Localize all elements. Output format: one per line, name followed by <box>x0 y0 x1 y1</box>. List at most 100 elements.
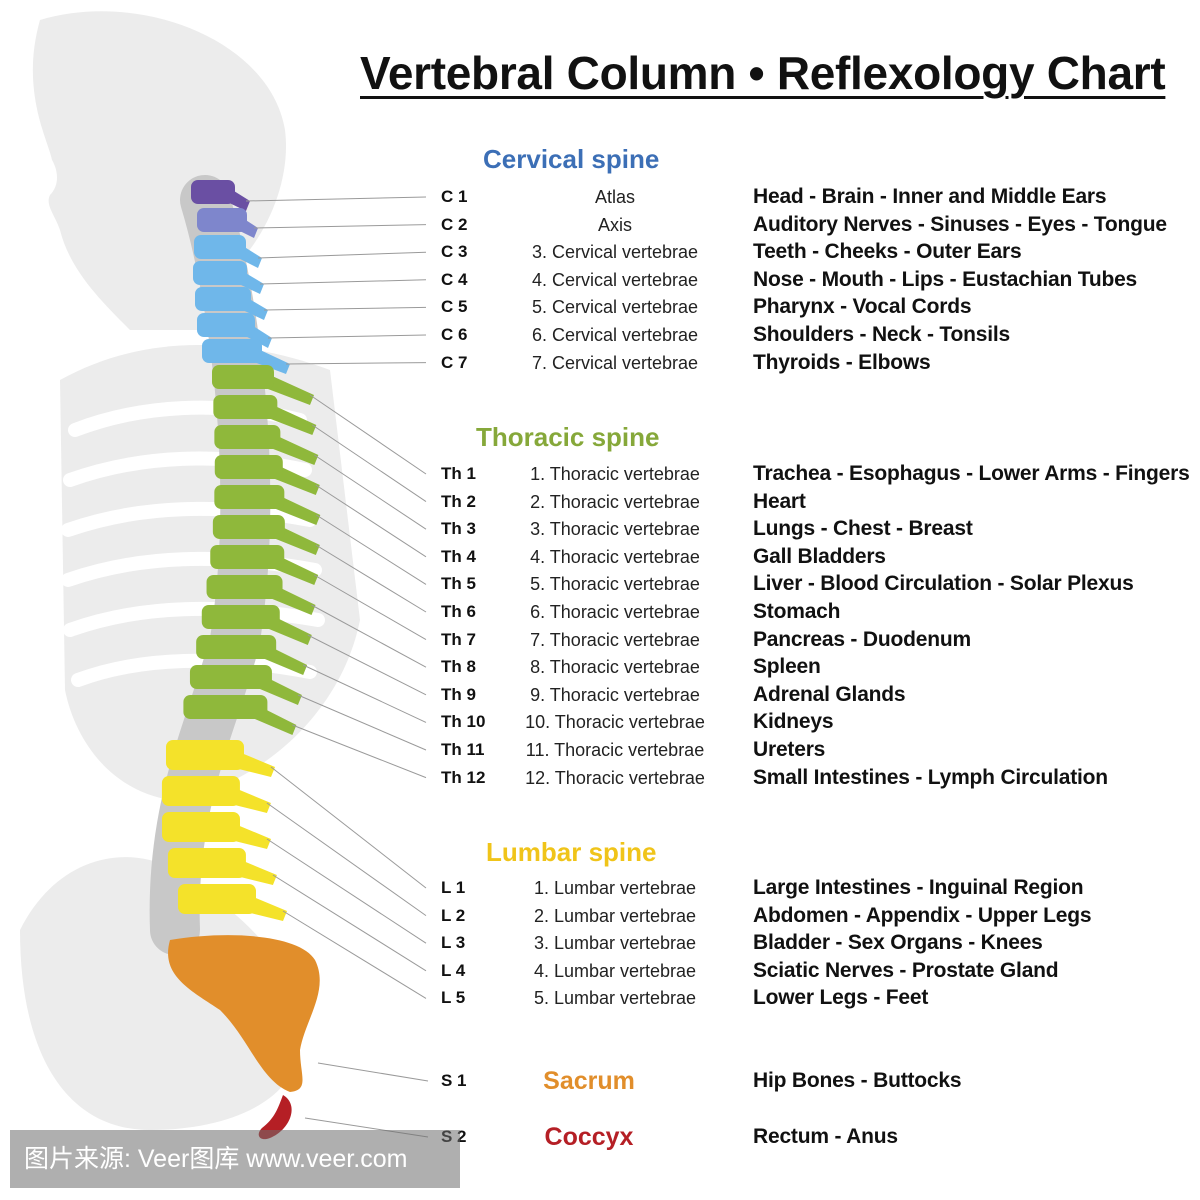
vertebra-body <box>191 180 235 204</box>
vertebra-code: C 7 <box>441 352 468 372</box>
vertebra-name: 5. Thoracic vertebrae <box>530 574 700 595</box>
leader-line <box>282 910 427 999</box>
vertebra-name: 6. Cervical vertebrae <box>531 325 699 345</box>
organ-list: Head - Brain - Inner and Middle Ears <box>753 185 1107 208</box>
vertebra-code: C 5 <box>441 297 468 317</box>
vertebra-code: Th 5 <box>441 574 476 594</box>
table-row: L 1 1. Lumbar vertebrae Large Intestines -… <box>0 875 1200 901</box>
vertebra-name: 1. Lumbar vertebrae <box>533 878 697 898</box>
vertebra-name: Atlas <box>594 187 636 207</box>
organ-list: Stomach <box>753 600 841 623</box>
leader-line <box>253 224 427 229</box>
vertebra-body <box>161 776 240 806</box>
leader-line <box>314 454 427 530</box>
vertebra-code: C 4 <box>441 269 468 289</box>
vertebra-code: L 1 <box>441 878 466 897</box>
vertebra-body <box>178 884 256 914</box>
vertebra-code: Th 10 <box>441 712 486 732</box>
vertebra-code: Th 4 <box>441 546 476 566</box>
organ-list: Liver - Blood Circulation - Solar Plexus <box>753 572 1134 596</box>
organ-list: Ureters <box>753 738 826 761</box>
vertebra-code: Th 7 <box>441 629 476 649</box>
organ-list: Large Intestines - Inguinal Region <box>753 876 1084 899</box>
vertebra-name: 11. Thoracic vertebrae <box>525 740 705 760</box>
leader-line <box>266 838 427 944</box>
vertebra-name: 10. Thoracic vertebrae <box>525 712 705 733</box>
vertebra-body <box>189 665 272 689</box>
leader-line <box>311 604 427 668</box>
vertebra-body <box>194 235 246 259</box>
leader-line <box>292 724 427 779</box>
vertebra-body <box>214 455 283 479</box>
organ-list: Teeth - Cheeks - Outer Ears <box>753 240 1022 264</box>
vertebra-code: C 1 <box>441 187 468 206</box>
vertebra-name: 3. Cervical vertebrae <box>531 242 699 263</box>
vertebra-name: 9. Thoracic vertebrae <box>530 684 700 705</box>
organ-list: Pancreas - Duodenum <box>753 627 971 651</box>
organ-list: Spleen <box>753 655 821 679</box>
table-row: C 6 6. Cervical vertebrae Shoulders - Neck… <box>0 322 1200 348</box>
vertebra-name: 8. Thoracic vertebrae <box>530 657 700 678</box>
chart-title: Vertebral Column • Reflexology Chart <box>360 47 1166 99</box>
coccyx-label: Coccyx <box>544 1123 634 1151</box>
vertebra-body <box>201 605 280 629</box>
leader-line <box>297 694 427 751</box>
vertebra-body <box>210 545 285 569</box>
vertebra-code: S 1 <box>441 1071 467 1090</box>
leader-line <box>307 634 427 696</box>
vertebra-body <box>213 395 278 419</box>
vertebra-name: 4. Cervical vertebrae <box>531 269 699 290</box>
vertebra-body <box>195 287 251 311</box>
organ-list: Thyroids - Elbows <box>753 350 931 374</box>
vertebra-name: 2. Lumbar vertebrae <box>533 905 697 926</box>
vertebra-body <box>202 339 262 363</box>
vertebra-body <box>197 313 255 337</box>
vertebra-code: Th 6 <box>441 602 476 621</box>
vertebra-code: L 4 <box>441 960 466 980</box>
vertebra-body <box>206 575 283 599</box>
vertebra-name: 2. Thoracic vertebrae <box>530 491 700 512</box>
organ-list: Adrenal Glands <box>753 682 906 706</box>
vertebra-body <box>197 208 247 232</box>
vertebra-code: C 6 <box>441 325 468 344</box>
vertebra-body <box>212 365 274 389</box>
organ-list: Auditory Nerves - Sinuses - Eyes - Tongu… <box>753 212 1167 236</box>
vertebra-body <box>212 515 285 539</box>
vertebra-name: 5. Lumbar vertebrae <box>533 988 697 1009</box>
vertebra-name: 3. Lumbar vertebrae <box>533 933 697 954</box>
vertebra-body <box>183 695 268 719</box>
vertebra-body <box>166 740 244 770</box>
vertebra-body <box>167 848 246 878</box>
organ-list: Abdomen - Appendix - Upper Legs <box>753 903 1092 927</box>
organ-list: Shoulders - Neck - Tonsils <box>753 323 1010 346</box>
organ-list: Small Intestines - Lymph Circulation <box>753 765 1108 789</box>
vertebra-name: 4. Lumbar vertebrae <box>533 960 697 981</box>
vertebra-code: Th 9 <box>441 684 476 704</box>
leader-line <box>266 802 427 917</box>
vertebra-body <box>214 485 285 509</box>
leader-line <box>263 306 427 311</box>
vertebra-code: Th 2 <box>441 491 476 511</box>
vertebra-code: Th 3 <box>441 519 476 539</box>
leader-line <box>259 279 427 285</box>
organ-list: Lower Legs - Feet <box>753 986 929 1010</box>
